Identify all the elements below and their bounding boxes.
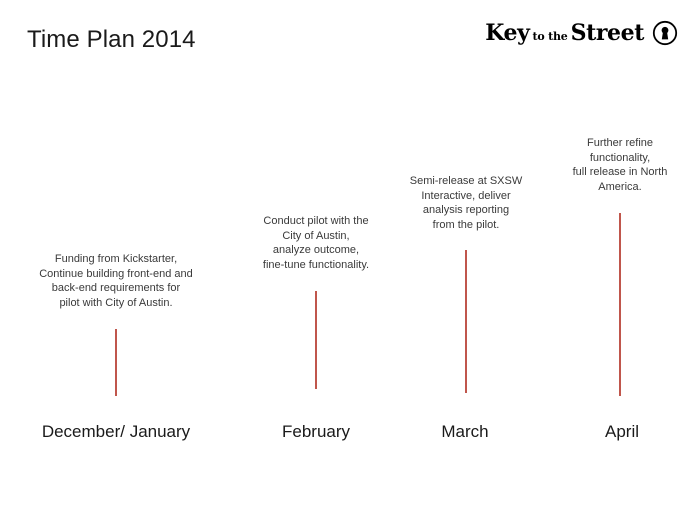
timeline-milestone: Conduct pilot with the City of Austin, a… (216, 214, 416, 390)
milestone-marker-line (619, 213, 621, 397)
milestone-marker-line (115, 329, 117, 397)
milestone-note: Further refine functionality, full relea… (572, 137, 668, 193)
timeline-period-label: April (604, 422, 639, 441)
brand-word-street: Street (570, 20, 645, 46)
milestone-marker-line (465, 250, 467, 394)
timeline-period-label: March (441, 422, 489, 441)
brand-word-key: Key (485, 20, 530, 46)
page-title: Time Plan 2014 (27, 26, 196, 53)
milestone-note: Funding from Kickstarter, Continue build… (39, 253, 193, 309)
timeline-milestone: Funding from Kickstarter, Continue build… (16, 252, 216, 397)
timeline-period-label: December/ January (41, 422, 191, 441)
milestone-note: Conduct pilot with the City of Austin, a… (262, 215, 370, 271)
keyhole-icon (652, 20, 678, 46)
milestone-marker-line (315, 291, 317, 390)
brand-logo: Key to the Street (485, 20, 678, 46)
brand-wordmark: Key to the Street (485, 22, 644, 44)
milestone-note: Semi-release at SXSW Interactive, delive… (409, 175, 523, 231)
timeline-milestone: Further refine functionality, full relea… (520, 136, 700, 397)
brand-word-to-the: to the (532, 30, 568, 43)
timeline-milestone: Semi-release at SXSW Interactive, delive… (366, 174, 566, 394)
timeline-period-label: February (281, 422, 351, 441)
